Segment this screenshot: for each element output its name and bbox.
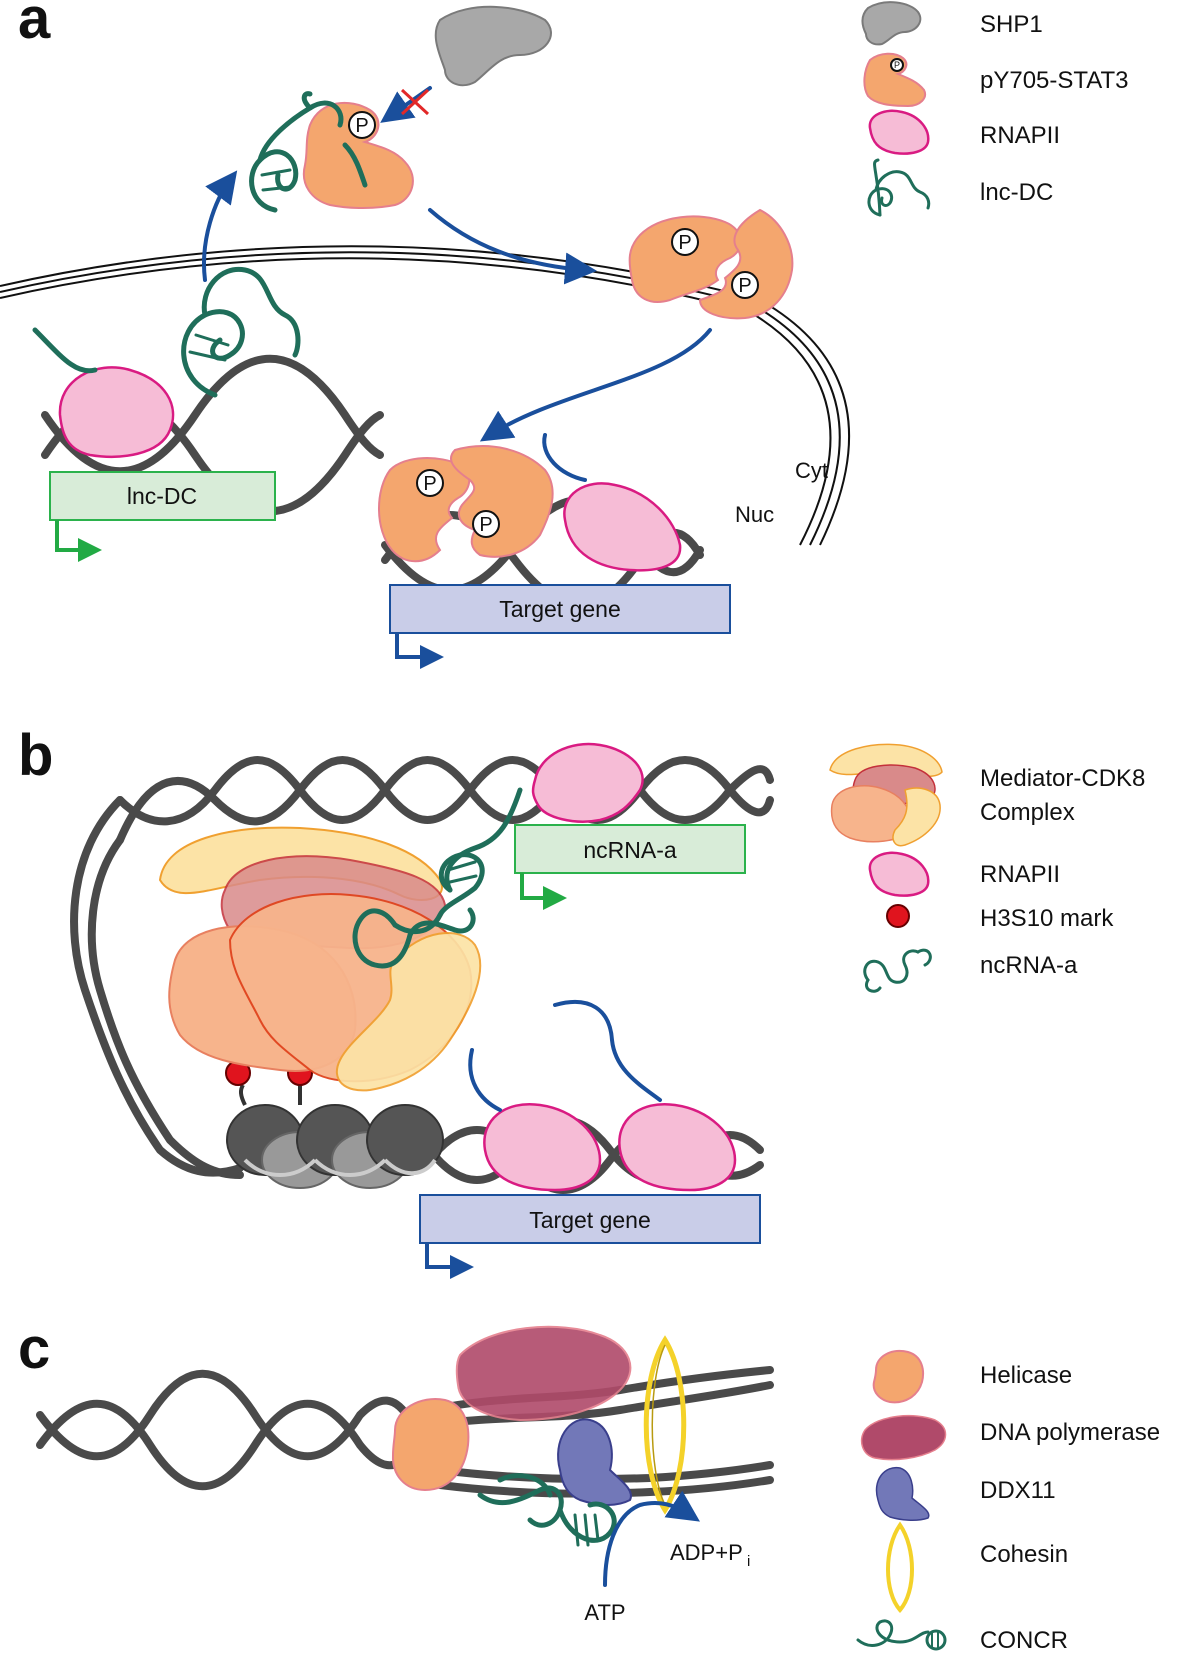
stat3-dimer-nuc: P P (378, 445, 554, 563)
rnapii-icon (868, 109, 930, 155)
dna-polymerase (455, 1325, 632, 1422)
legend-shp1: SHP1 (980, 11, 1043, 38)
legend-concr: CONCR (980, 1627, 1068, 1654)
target-gene-box-b: Target gene (419, 1194, 761, 1279)
stat3-icon (863, 52, 926, 108)
target-tss-arrow-a (395, 633, 444, 669)
rnapii-target-b2 (618, 1102, 737, 1192)
ncrna-icon (863, 948, 932, 993)
h3s10-icon (886, 904, 910, 928)
ddx11-icon (875, 1466, 930, 1521)
adp-subscript: i (747, 1553, 750, 1570)
legend-ncrna-a: ncRNA-a (980, 952, 1078, 979)
lnc-dc-rna-free (181, 266, 301, 398)
phospho-label-5: P (479, 514, 492, 536)
rnapii-target-b1 (483, 1102, 602, 1192)
mediator-icon (829, 743, 943, 847)
rnapii-lnc (58, 366, 175, 458)
export-arrow (202, 170, 238, 282)
panel-c: c (18, 1316, 1160, 1654)
target-tss-arrow-b (425, 1243, 474, 1279)
legend-rnapii-a: RNAPII (980, 122, 1060, 149)
atp-hydrolysis-arrow (603, 1490, 700, 1587)
concr-icon (856, 1619, 947, 1651)
phospho-label-3: P (738, 275, 751, 297)
daughter-dna-bottom (436, 1461, 774, 1498)
legend-lnc-dc: lnc-DC (980, 179, 1053, 206)
legend-h3s10: H3S10 mark (980, 905, 1114, 932)
legend-rnapii-b: RNAPII (980, 861, 1060, 888)
nucleosomes (226, 1083, 444, 1189)
legend-b: Mediator-CDK8 Complex RNAPII H3S10 mark … (829, 743, 1145, 993)
panel-a: a Cyt Nuc lnc-DC (0, 0, 1129, 669)
ncrna-a-molecule (352, 787, 523, 969)
adp-label: ADP+P (670, 1540, 743, 1565)
ncrna-tss-arrow (520, 873, 567, 910)
panel-b: b (18, 723, 1145, 1279)
panel-c-letter: c (18, 1316, 50, 1381)
phospho-label-4: P (423, 473, 436, 495)
target-gene-label-a: Target gene (499, 596, 620, 622)
lnc-dc-gene-box: lnc-DC (49, 471, 276, 562)
phospho-circle-1 (348, 111, 376, 139)
cyt-label: Cyt (795, 458, 828, 483)
lnc-dc-rna-bound (249, 91, 368, 213)
legend-a: SHP1 P pY705-STAT3 RNAPII lnc-DC (861, 1, 1129, 217)
rnapii-icon-b (868, 851, 930, 897)
nuc-label: Nuc (735, 502, 774, 527)
nascent-lnc-rna (32, 327, 98, 374)
cohesin-icon (886, 1521, 914, 1614)
nuclear-import-arrow (479, 328, 712, 442)
helicase-icon (872, 1350, 925, 1404)
legend-helicase: Helicase (980, 1362, 1072, 1389)
atp-label: ATP (584, 1600, 625, 1625)
rnapii-target-a (563, 482, 682, 572)
polymerase-icon (860, 1414, 947, 1461)
ncrna-a-gene-label: ncRNA-a (583, 837, 677, 863)
helicase (391, 1398, 470, 1492)
legend-mediator-2: Complex (980, 799, 1075, 826)
legend-stat3-p: P (894, 60, 900, 70)
panel-a-letter: a (18, 0, 51, 51)
legend-c: Helicase DNA polymerase DDX11 Cohesin CO… (856, 1350, 1160, 1654)
stat3-dimer-cyt: P P (628, 208, 794, 320)
concr-rna (477, 1473, 617, 1547)
panel-b-letter: b (18, 723, 53, 788)
lnc-dc-tss-arrow (55, 520, 102, 562)
stat3-monomer (302, 102, 414, 210)
rnapii-ncrna (531, 742, 644, 823)
cohesin-ring (643, 1335, 687, 1515)
legend-mediator-1: Mediator-CDK8 (980, 765, 1145, 792)
shp1-blob (434, 5, 552, 87)
legend-polymerase: DNA polymerase (980, 1419, 1160, 1446)
ddx11 (557, 1418, 632, 1506)
dimerization-arrow (428, 208, 597, 285)
block-cross (400, 88, 430, 116)
nascent-target-rna-b1 (468, 1048, 502, 1112)
nascent-target-rna-a (542, 433, 587, 482)
legend-cohesin: Cohesin (980, 1541, 1068, 1568)
legend-stat3: pY705-STAT3 (980, 67, 1129, 94)
lncrna-icon (867, 158, 931, 217)
phospho-label-2: P (678, 232, 691, 254)
target-gene-box-a: Target gene (389, 584, 731, 669)
mediator-cdk8-complex (158, 826, 482, 1092)
shp1-icon (861, 1, 922, 46)
target-gene-label-b: Target gene (529, 1207, 650, 1233)
phospho-label-1: P (355, 115, 368, 137)
lnc-dc-gene-label: lnc-DC (127, 483, 197, 509)
parental-dna (36, 1369, 414, 1491)
ncrna-a-gene-box: ncRNA-a (514, 824, 746, 910)
nascent-target-rna-b2 (553, 999, 662, 1102)
legend-ddx11: DDX11 (980, 1477, 1056, 1504)
